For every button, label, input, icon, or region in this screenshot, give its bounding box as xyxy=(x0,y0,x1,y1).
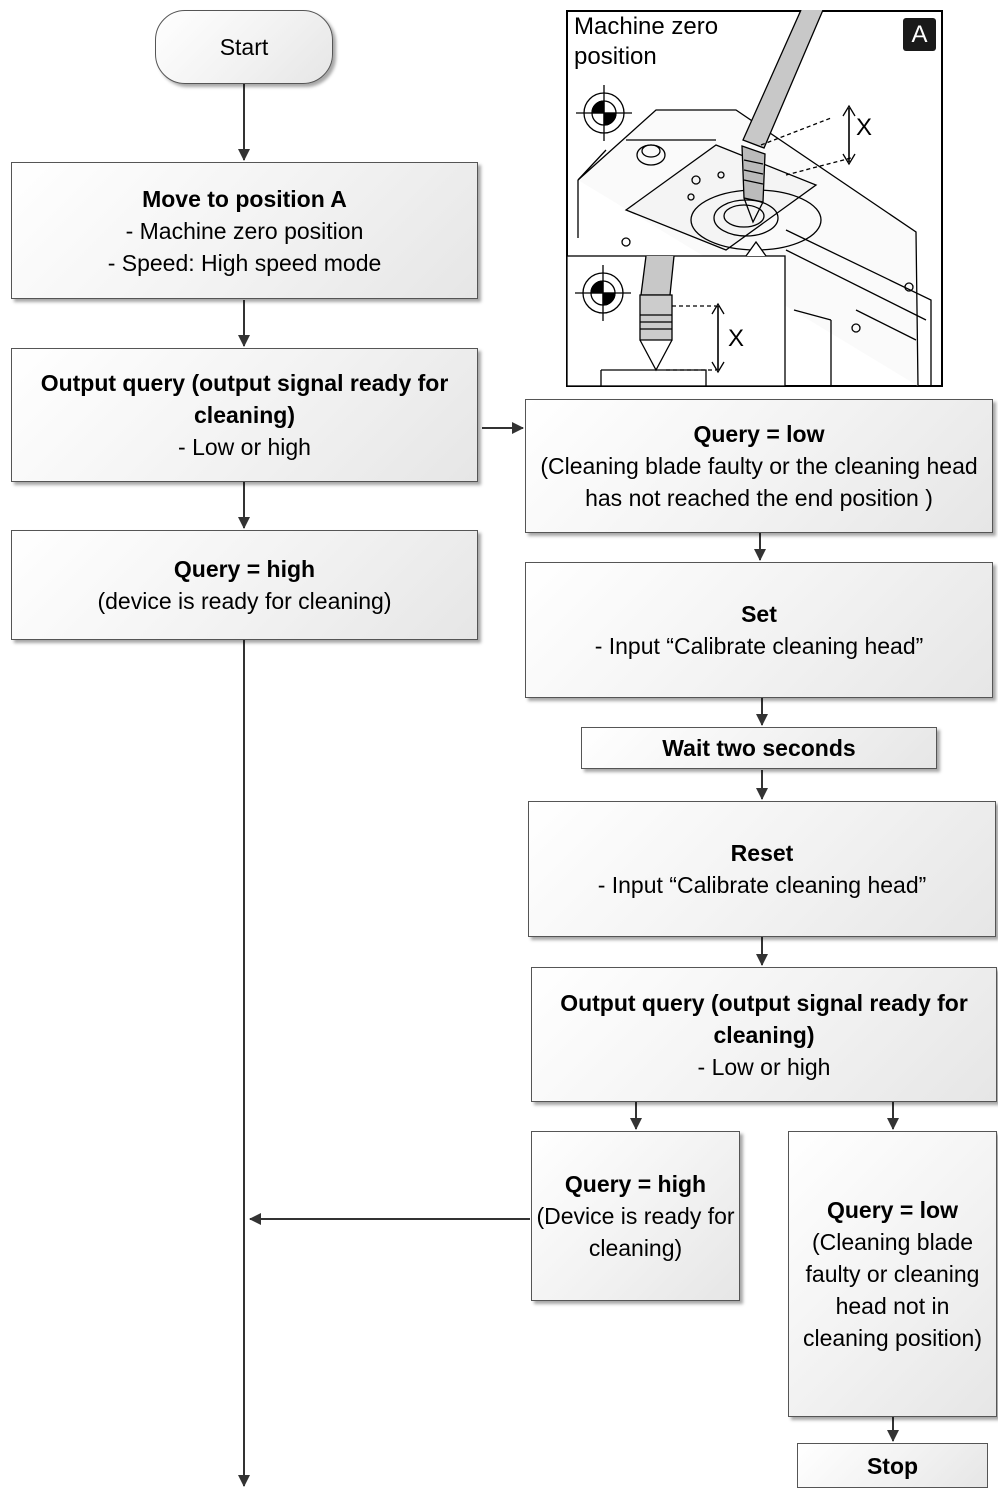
set-line-1: - Input “Calibrate cleaning head” xyxy=(594,633,924,659)
reset-line-1: - Input “Calibrate cleaning head” xyxy=(597,872,927,898)
high2-title: Query = high xyxy=(564,1171,707,1197)
wait-step: Wait two seconds xyxy=(581,727,937,769)
query-high-1: Query = high (device is ready for cleani… xyxy=(11,530,478,640)
query1-title: Output query (output signal ready for cl… xyxy=(40,370,449,428)
dimension-label-inset: X xyxy=(728,325,745,352)
output-query-1: Output query (output signal ready for cl… xyxy=(11,348,478,482)
move-line-1: - Machine zero position xyxy=(125,217,364,244)
badge-label: A xyxy=(911,20,928,48)
high2-line-1: (Device is ready for cleaning) xyxy=(536,1203,735,1261)
reset-title: Reset xyxy=(730,840,794,866)
low1-title: Query = low xyxy=(693,421,825,447)
query-low-2: Query = low (Cleaning blade faulty or cl… xyxy=(788,1131,997,1417)
set-step: Set - Input “Calibrate cleaning head” xyxy=(525,562,993,698)
dimension-label-top: X xyxy=(856,114,873,141)
low2-line-1: (Cleaning blade faulty or cleaning head … xyxy=(802,1229,982,1351)
low2-title: Query = low xyxy=(826,1197,958,1223)
low1-line-1: (Cleaning blade faulty or the cleaning h… xyxy=(540,453,978,511)
query-high-2: Query = high (Device is ready for cleani… xyxy=(531,1131,740,1301)
move-title: Move to position A xyxy=(142,185,347,212)
query2-title: Output query (output signal ready for cl… xyxy=(560,989,968,1048)
query2-line-1: - Low or high xyxy=(697,1053,831,1080)
stop-terminal: Stop xyxy=(797,1443,988,1488)
set-title: Set xyxy=(741,601,777,627)
move-to-position-step: Move to position A - Machine zero positi… xyxy=(11,162,478,299)
figure-caption: Machine zero position xyxy=(574,13,719,70)
reset-step: Reset - Input “Calibrate cleaning head” xyxy=(528,801,996,937)
position-badge: A xyxy=(903,18,936,51)
query-low-1: Query = low (Cleaning blade faulty or th… xyxy=(525,399,993,533)
start-terminal: Start xyxy=(155,10,333,84)
start-label: Start xyxy=(219,34,269,60)
query1-line-1: - Low or high xyxy=(178,434,311,460)
high1-title: Query = high xyxy=(173,556,316,582)
high1-line-1: (device is ready for cleaning) xyxy=(97,588,392,614)
machine-zero-position-figure: Machine zero position A X X xyxy=(566,10,943,387)
stop-label: Stop xyxy=(866,1452,919,1479)
machine-illustration xyxy=(566,10,943,387)
output-query-2: Output query (output signal ready for cl… xyxy=(531,967,997,1102)
wait-label: Wait two seconds xyxy=(662,735,856,761)
move-line-2: - Speed: High speed mode xyxy=(107,249,382,276)
